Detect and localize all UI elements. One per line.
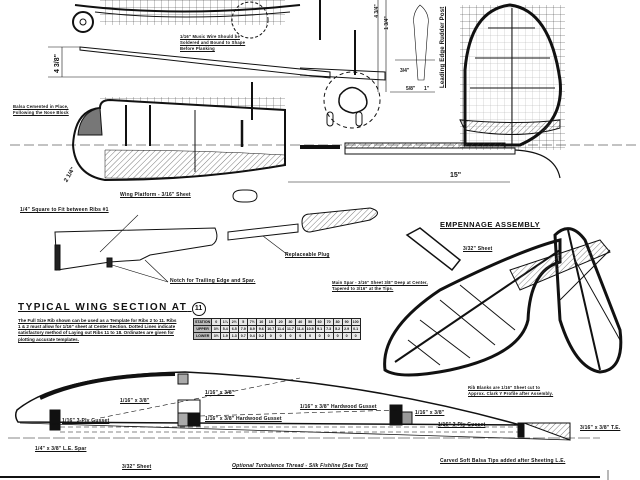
empennage-drawing <box>383 227 623 377</box>
wing-rib-section <box>8 371 600 441</box>
replaceable-plug-label: Replaceable Plug <box>285 252 330 258</box>
rib-blanks-note: Rib Blanks are 1/16" Sheet cut to Approx… <box>468 385 554 396</box>
propeller-side-view <box>377 0 435 93</box>
dim-5: 1" <box>424 86 430 92</box>
carved-tips-label: Carved Soft Balsa Tips added after Sheet… <box>440 458 566 464</box>
dim-1: 4 3/4" <box>373 4 380 18</box>
dim-4: 5/8" <box>406 86 416 92</box>
span-dimension: 15" <box>450 172 462 179</box>
wing-section-note: The Full Size Rib shown can be used as a… <box>18 318 177 342</box>
sheet-label: 3/32" Sheet <box>463 246 493 252</box>
turbulence-thread-label: Optional Turbulence Thread - Silk Fishli… <box>232 463 368 469</box>
le-spar-label: 1/4" x 3/8" L.E. Spar <box>35 446 87 452</box>
gusset-right-label: 1/16" x 3/8" <box>415 410 445 416</box>
wing-side-profile <box>79 46 331 79</box>
wing-tip-piece <box>301 207 378 233</box>
hardwood-gusset-1-label: 1/16" x 3/8" Hardwood Gusset <box>205 416 282 422</box>
gusset-top-label: 1/16" x 3/8" <box>205 390 235 396</box>
tail-block <box>405 227 462 272</box>
fuselage-front-view <box>299 30 386 129</box>
station-circle: 11 <box>191 302 206 316</box>
music-wire-note: 1/16" Music Wire Should be Soldered and … <box>180 34 246 51</box>
ply-gusset-right-label: 1/16" 3-Ply Gusset <box>438 422 486 428</box>
gusset-left-label: 1/16" x 3/8" <box>120 398 150 404</box>
notch-label: Notch for Trailing Edge and Spar. <box>170 278 256 284</box>
replaceable-plug <box>227 223 299 241</box>
fin-rudder <box>459 3 565 179</box>
empennage-title: EMPENNAGE ASSEMBLY <box>440 220 541 229</box>
main-spar-note: Main Spar - 3/16" Sheet 3/8" Deep at Cen… <box>332 280 428 291</box>
wing-root-block <box>54 214 218 283</box>
fuselage-side-view <box>72 0 321 40</box>
balsa-cemented-note: Balsa Cemented in Place, Following the N… <box>13 104 69 115</box>
height-dimension: 4 3/8" <box>53 54 61 73</box>
leading-edge-rudder-label: Leading Edge Rudder Post <box>440 6 447 88</box>
hardwood-gusset-2-label: 1/16" x 3/8" Hardwood Gusset <box>300 404 377 410</box>
dim-2: 1 3/4" <box>383 16 390 30</box>
te-label: 3/16" x 3/8" T.E. <box>580 425 621 431</box>
wing-platform-label: Wing Platform - 3/16" Sheet <box>120 192 191 198</box>
fuselage-top-view <box>10 82 640 203</box>
square-balsa-label: 1/4" Square to Fit between Ribs #1 <box>20 207 109 213</box>
dim-3: 3/4" <box>400 68 410 74</box>
bottom-sheet-label: 3/32" Sheet <box>122 464 152 470</box>
ply-gusset-left-label: 1/16" 3-Ply Gusset <box>62 418 110 424</box>
wing-section-title: TYPICAL WING SECTION AT 11 <box>18 302 206 316</box>
